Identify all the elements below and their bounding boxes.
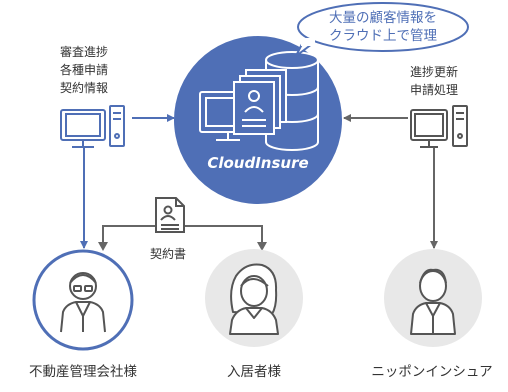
- speech-bubble: [295, 2, 469, 57]
- contract-label: 契約書: [136, 246, 200, 262]
- bubble-text-line1: 大量の顧客情報を: [329, 10, 437, 26]
- person-name-insurer: ニッポンインシュア: [371, 364, 493, 380]
- computer-icon: [410, 105, 468, 148]
- bubble-text-line2: クラウド上で管理: [329, 28, 437, 44]
- left-pc-label-line1: 審査進捗: [59, 45, 108, 59]
- contract-arrowhead-right: [257, 242, 267, 251]
- left-pc-label-line3: 契約情報: [59, 81, 108, 95]
- person-name-tenant: 入居者様: [227, 364, 281, 380]
- document-icon: [233, 69, 287, 135]
- person-insurer: [384, 249, 482, 347]
- right-pc-label-line1: 進捗更新: [409, 65, 458, 79]
- computer-icon: [60, 105, 125, 148]
- contract-document-icon: [155, 197, 185, 233]
- person-icon: [410, 268, 456, 335]
- contract-arrowhead-left: [98, 242, 108, 251]
- right-pc-label-line2: 申請処理: [409, 83, 458, 97]
- cloud-platform: CloudInsure: [174, 36, 342, 204]
- person-manager: [32, 249, 134, 351]
- person-icon: [60, 272, 106, 333]
- person-tenant: [205, 249, 303, 347]
- person-name-manager: 不動産管理会社様: [29, 364, 137, 380]
- left-pc-label-line2: 各種申請: [59, 63, 108, 77]
- person-icon: [229, 263, 279, 335]
- cloud-logo-text: CloudInsure: [207, 154, 308, 172]
